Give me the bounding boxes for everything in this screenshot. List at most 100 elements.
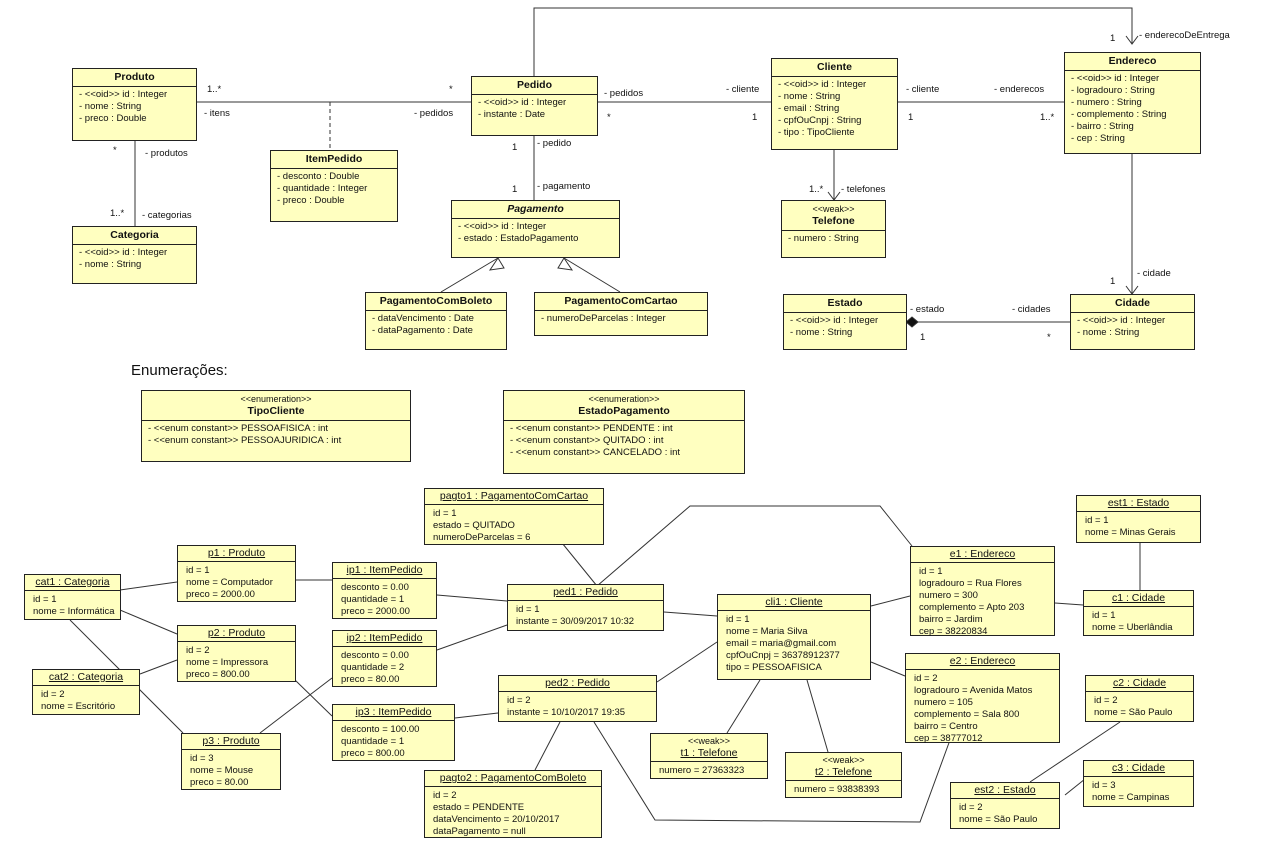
role-label: - pedidos bbox=[414, 108, 454, 119]
enum-estadopagamento[interactable]: <<enumeration>> EstadoPagamento - <<enum… bbox=[503, 390, 745, 474]
slot: nome = Informática bbox=[33, 606, 115, 617]
slot: nome = São Paulo bbox=[959, 814, 1038, 825]
attribute: - numero : String bbox=[1071, 97, 1142, 108]
object-ip1[interactable]: ip1 : ItemPedido desconto = 0.00 quantid… bbox=[332, 562, 437, 619]
object-t1[interactable]: <<weak>> t1 : Telefone numero = 27363323 bbox=[650, 733, 768, 779]
slot: instante = 30/09/2017 10:32 bbox=[516, 616, 635, 627]
object-name: cat2 : Categoria bbox=[48, 671, 124, 683]
attribute: - nome : String bbox=[778, 91, 841, 102]
object-p2[interactable]: p2 : Produto id = 2 nome = Impressora pr… bbox=[177, 625, 296, 682]
object-ip2[interactable]: ip2 : ItemPedido desconto = 0.00 quantid… bbox=[332, 630, 437, 687]
stereotype: <<weak>> bbox=[687, 736, 731, 746]
object-p3[interactable]: p3 : Produto id = 3 nome = Mouse preco =… bbox=[181, 733, 281, 790]
slot: cpfOuCnpj = 36378912377 bbox=[726, 650, 840, 661]
multiplicity-label: 1 bbox=[752, 112, 758, 123]
object-c2[interactable]: c2 : Cidade id = 2 nome = São Paulo bbox=[1085, 675, 1194, 722]
object-cli1[interactable]: cli1 : Cliente id = 1 nome = Maria Silva… bbox=[717, 594, 871, 680]
enum-constant: - <<enum constant>> QUITADO : int bbox=[510, 435, 664, 446]
slot: preco = 800.00 bbox=[341, 748, 405, 759]
slot: numero = 105 bbox=[914, 697, 973, 708]
attribute: - instante : Date bbox=[478, 109, 546, 120]
multiplicity-label: 1..* bbox=[809, 184, 824, 195]
class-telefone[interactable]: <<weak>> Telefone - numero : String bbox=[781, 200, 886, 258]
class-pagamentocomcartao[interactable]: PagamentoComCartao - numeroDeParcelas : … bbox=[534, 292, 708, 336]
slot: dataVencimento = 20/10/2017 bbox=[433, 814, 560, 825]
slot: id = 2 bbox=[507, 695, 531, 706]
slot: cep = 38220834 bbox=[919, 626, 988, 637]
slot: id = 3 bbox=[190, 753, 214, 764]
slot: nome = São Paulo bbox=[1094, 707, 1173, 718]
slot: logradouro = Rua Flores bbox=[919, 578, 1022, 589]
role-label: - categorias bbox=[142, 210, 192, 221]
role-label: - estado bbox=[910, 304, 945, 315]
object-pagto2[interactable]: pagto2 : PagamentoComBoleto id = 2 estad… bbox=[424, 770, 602, 838]
slot: logradouro = Avenida Matos bbox=[914, 685, 1033, 696]
object-est2[interactable]: est2 : Estado id = 2 nome = São Paulo bbox=[950, 782, 1060, 829]
object-name: ip1 : ItemPedido bbox=[346, 564, 423, 576]
object-name: pagto1 : PagamentoComCartao bbox=[439, 490, 589, 502]
class-name: Cidade bbox=[1114, 297, 1150, 309]
object-name: c3 : Cidade bbox=[1111, 762, 1166, 774]
class-pedido[interactable]: Pedido - <<oid>> id : Integer - instante… bbox=[471, 76, 598, 136]
class-cliente[interactable]: Cliente - <<oid>> id : Integer - nome : … bbox=[771, 58, 898, 150]
enum-constant: - <<enum constant>> PENDENTE : int bbox=[510, 423, 673, 434]
slot: bairro = Jardim bbox=[919, 614, 983, 625]
multiplicity-label: * bbox=[607, 112, 611, 123]
object-pagto1[interactable]: pagto1 : PagamentoComCartao id = 1 estad… bbox=[424, 488, 604, 545]
attribute: - logradouro : String bbox=[1071, 85, 1155, 96]
object-name: pagto2 : PagamentoComBoleto bbox=[439, 772, 587, 784]
attribute: - nome : String bbox=[79, 259, 142, 270]
slot: complemento = Sala 800 bbox=[914, 709, 1020, 720]
attribute: - estado : EstadoPagamento bbox=[458, 233, 579, 244]
slot: id = 2 bbox=[433, 790, 457, 801]
object-p1[interactable]: p1 : Produto id = 1 nome = Computador pr… bbox=[177, 545, 296, 602]
class-itempedido[interactable]: ItemPedido - desconto : Double - quantid… bbox=[270, 150, 398, 222]
class-name: Endereco bbox=[1108, 55, 1157, 67]
attribute: - desconto : Double bbox=[277, 171, 360, 182]
object-name: ip2 : ItemPedido bbox=[346, 632, 423, 644]
attribute: - nome : String bbox=[79, 101, 142, 112]
object-ip3[interactable]: ip3 : ItemPedido desconto = 100.00 quant… bbox=[332, 704, 455, 761]
object-t2[interactable]: <<weak>> t2 : Telefone numero = 93838393 bbox=[785, 752, 902, 798]
object-e2[interactable]: e2 : Endereco id = 2 logradouro = Avenid… bbox=[905, 653, 1060, 744]
enum-tipocliente[interactable]: <<enumeration>> TipoCliente - <<enum con… bbox=[141, 390, 411, 462]
class-name: Cliente bbox=[816, 61, 852, 73]
role-label: - cliente bbox=[726, 84, 760, 95]
slot: desconto = 0.00 bbox=[341, 582, 409, 593]
class-produto[interactable]: Produto - <<oid>> id : Integer - nome : … bbox=[72, 68, 197, 141]
object-name: ped1 : Pedido bbox=[553, 586, 618, 598]
object-name: ped2 : Pedido bbox=[545, 677, 610, 689]
slot: nome = Computador bbox=[186, 577, 273, 588]
slot: id = 1 bbox=[726, 614, 750, 625]
object-e1[interactable]: e1 : Endereco id = 1 logradouro = Rua Fl… bbox=[910, 546, 1055, 637]
slot: nome = Impressora bbox=[186, 657, 269, 668]
class-categoria[interactable]: Categoria - <<oid>> id : Integer - nome … bbox=[72, 226, 197, 284]
multiplicity-label: 1 bbox=[908, 112, 914, 123]
attribute: - complemento : String bbox=[1071, 109, 1167, 120]
class-endereco[interactable]: Endereco - <<oid>> id : Integer - lograd… bbox=[1064, 52, 1201, 154]
slot: cep = 38777012 bbox=[914, 733, 983, 744]
object-name: ip3 : ItemPedido bbox=[355, 706, 432, 718]
slot: id = 1 bbox=[919, 566, 943, 577]
object-est1[interactable]: est1 : Estado id = 1 nome = Minas Gerais bbox=[1076, 495, 1201, 543]
attribute: - <<oid>> id : Integer bbox=[458, 221, 547, 232]
slot: id = 2 bbox=[959, 802, 983, 813]
slot: nome = Minas Gerais bbox=[1085, 527, 1176, 538]
generalization-arrow-cartao bbox=[557, 257, 574, 271]
class-estado[interactable]: Estado - <<oid>> id : Integer - nome : S… bbox=[783, 294, 907, 350]
object-c1[interactable]: c1 : Cidade id = 1 nome = Uberlândia bbox=[1083, 590, 1194, 636]
object-cat2[interactable]: cat2 : Categoria id = 2 nome = Escritóri… bbox=[32, 669, 140, 715]
attribute: - email : String bbox=[778, 103, 840, 114]
object-name: p3 : Produto bbox=[202, 735, 260, 747]
class-pagamento[interactable]: Pagamento - <<oid>> id : Integer - estad… bbox=[451, 200, 620, 258]
role-label: - produtos bbox=[145, 148, 188, 159]
object-cat1[interactable]: cat1 : Categoria id = 1 nome = Informáti… bbox=[24, 574, 121, 620]
class-pagamentocomboleto[interactable]: PagamentoComBoleto - dataVencimento : Da… bbox=[365, 292, 507, 350]
object-ped1[interactable]: ped1 : Pedido id = 1 instante = 30/09/20… bbox=[507, 584, 664, 631]
slot: instante = 10/10/2017 19:35 bbox=[507, 707, 626, 718]
object-c3[interactable]: c3 : Cidade id = 3 nome = Campinas bbox=[1083, 760, 1194, 807]
class-cidade[interactable]: Cidade - <<oid>> id : Integer - nome : S… bbox=[1070, 294, 1195, 350]
slot: id = 1 bbox=[1092, 610, 1116, 621]
slot: bairro = Centro bbox=[914, 721, 978, 732]
object-ped2[interactable]: ped2 : Pedido id = 2 instante = 10/10/20… bbox=[498, 675, 657, 722]
